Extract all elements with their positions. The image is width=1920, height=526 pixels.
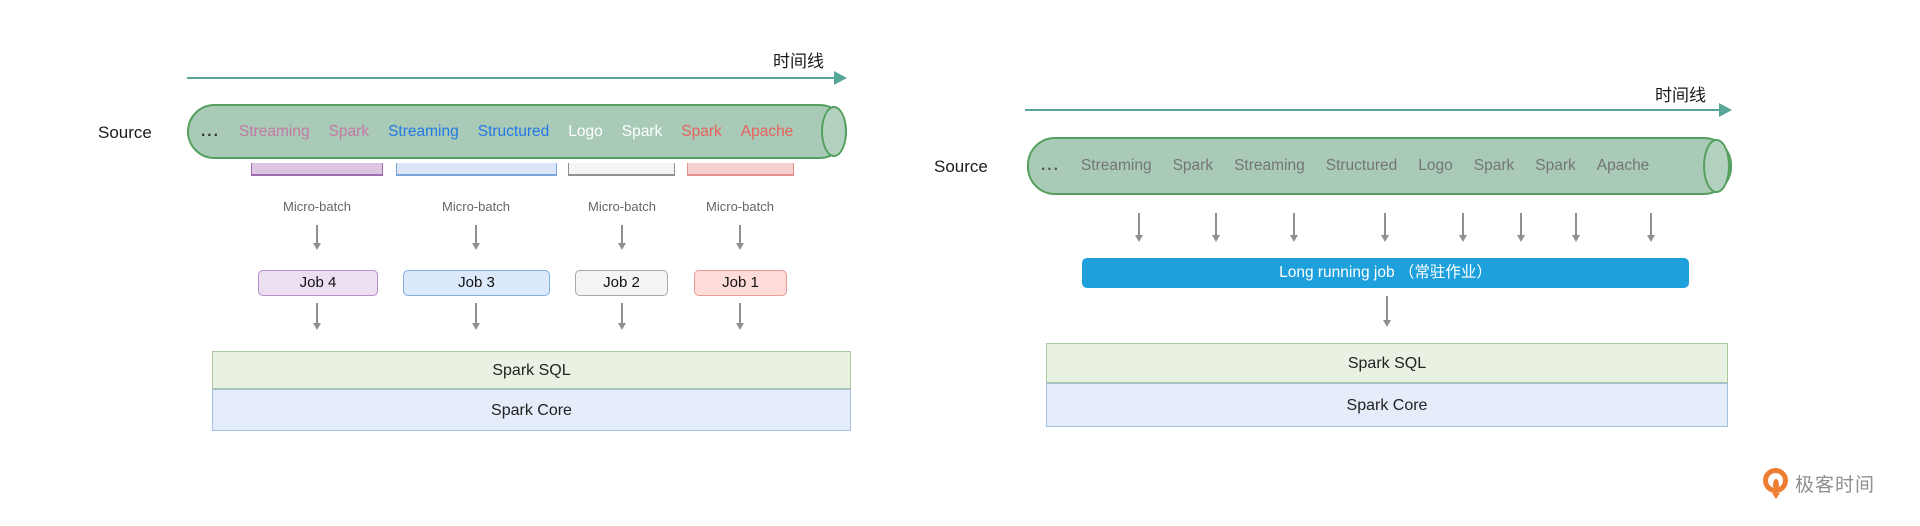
micro-batch-label: Micro-batch bbox=[283, 199, 351, 214]
left-timeline-label: 时间线 bbox=[773, 52, 824, 71]
spark-core-layer: Spark Core bbox=[1046, 383, 1728, 427]
batch-strip bbox=[251, 163, 383, 176]
job-box: Job 1 bbox=[694, 270, 787, 296]
down-arrow-icon bbox=[311, 303, 323, 330]
stream-word: Apache bbox=[1596, 157, 1650, 174]
spark-core-layer: Spark Core bbox=[212, 389, 851, 431]
long-running-job-bar: Long running job （常驻作业） bbox=[1082, 258, 1689, 288]
down-arrow-icon bbox=[1570, 213, 1582, 242]
job-box: Job 4 bbox=[258, 270, 378, 296]
stream-word: Streaming bbox=[388, 122, 459, 140]
micro-batch-label: Micro-batch bbox=[588, 199, 656, 214]
down-arrow-icon bbox=[1515, 213, 1527, 242]
down-arrow-icon bbox=[1210, 213, 1222, 242]
left-source-cylinder: ... Streaming Spark Streaming Structured… bbox=[187, 104, 847, 159]
down-arrow-icon bbox=[311, 225, 323, 250]
down-arrow-icon bbox=[1381, 296, 1393, 327]
left-timeline-arrow-line bbox=[187, 77, 835, 79]
stream-word: Spark bbox=[621, 122, 663, 140]
stream-word: Streaming bbox=[1080, 157, 1152, 174]
stream-word: Apache bbox=[740, 122, 794, 140]
down-arrow-icon bbox=[616, 303, 628, 330]
spark-sql-layer: Spark SQL bbox=[1046, 343, 1728, 383]
geektime-logo-icon bbox=[1763, 468, 1788, 499]
stream-word: ... bbox=[1041, 157, 1060, 174]
stream-word: Structured bbox=[477, 122, 550, 140]
stream-word: Structured bbox=[1325, 157, 1398, 174]
batch-strip bbox=[687, 163, 794, 176]
stream-word: Spark bbox=[681, 122, 722, 140]
brand-name: 极客时间 bbox=[1795, 475, 1876, 496]
down-arrow-icon bbox=[616, 225, 628, 250]
stream-word: Spark bbox=[328, 122, 370, 140]
left-timeline-arrowhead-icon bbox=[834, 71, 847, 85]
right-cylinder-cap bbox=[1703, 139, 1730, 193]
down-arrow-icon bbox=[1457, 213, 1469, 242]
right-timeline-label: 时间线 bbox=[1655, 86, 1706, 105]
stream-word: ... bbox=[201, 122, 220, 140]
brand-logo: 极客时间 bbox=[1763, 468, 1875, 499]
right-cylinder-words: ... Streaming Spark Streaming Structured… bbox=[1029, 157, 1649, 175]
batch-strip bbox=[568, 163, 675, 176]
right-source-label: Source bbox=[934, 157, 988, 176]
left-cylinder-cap bbox=[821, 106, 847, 157]
left-cylinder-words: ... Streaming Spark Streaming Structured… bbox=[189, 123, 793, 141]
down-arrow-icon bbox=[1379, 213, 1391, 242]
stream-word: Spark bbox=[1172, 157, 1214, 174]
down-arrow-icon bbox=[1288, 213, 1300, 242]
down-arrow-icon bbox=[470, 225, 482, 250]
micro-batch-label: Micro-batch bbox=[442, 199, 510, 214]
down-arrow-icon bbox=[734, 303, 746, 330]
stream-word: Spark bbox=[1535, 157, 1576, 174]
stream-word: Streaming bbox=[238, 122, 310, 140]
down-arrow-icon bbox=[470, 303, 482, 330]
micro-batch-label: Micro-batch bbox=[706, 199, 774, 214]
right-timeline-arrowhead-icon bbox=[1719, 103, 1732, 117]
left-source-label: Source bbox=[98, 123, 152, 142]
right-source-cylinder: ... Streaming Spark Streaming Structured… bbox=[1027, 137, 1732, 195]
job-box: Job 3 bbox=[403, 270, 550, 296]
down-arrow-icon bbox=[734, 225, 746, 250]
stream-word: Logo bbox=[568, 122, 603, 140]
stream-word: Logo bbox=[1418, 157, 1453, 174]
right-timeline-arrow-line bbox=[1025, 109, 1720, 111]
stream-word: Streaming bbox=[1234, 157, 1305, 174]
stream-word: Spark bbox=[1473, 157, 1515, 174]
down-arrow-icon bbox=[1133, 213, 1145, 242]
batch-strip bbox=[396, 163, 557, 176]
job-box: Job 2 bbox=[575, 270, 668, 296]
down-arrow-icon bbox=[1645, 213, 1657, 242]
spark-sql-layer: Spark SQL bbox=[212, 351, 851, 389]
